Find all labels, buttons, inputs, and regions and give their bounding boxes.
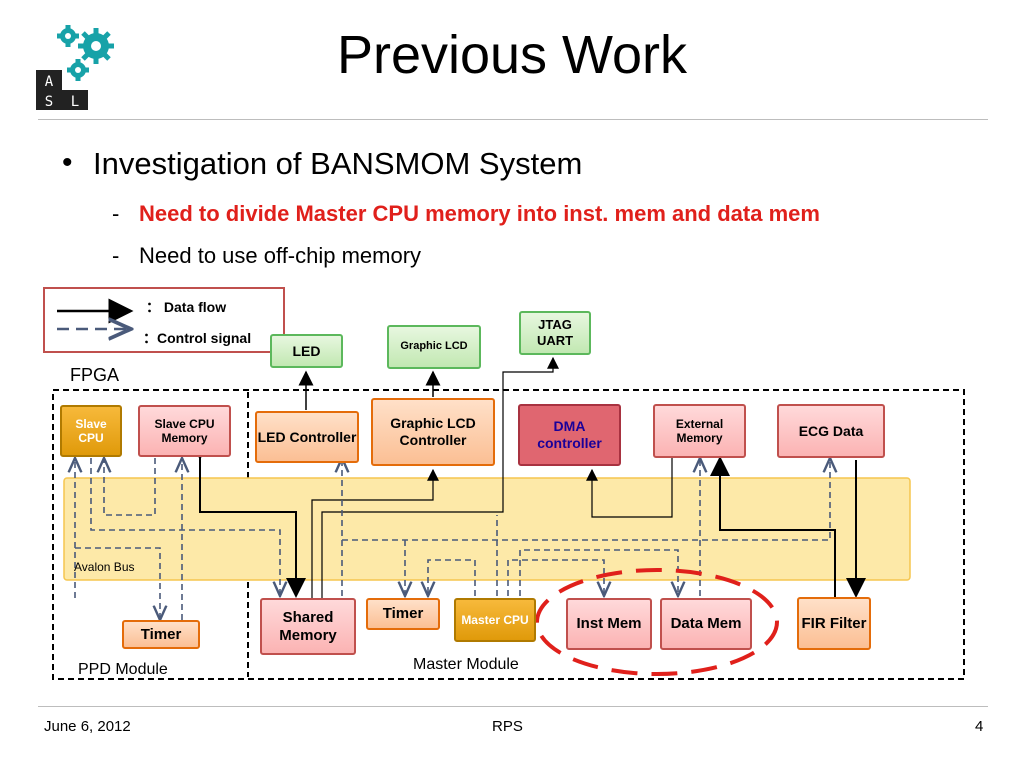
dma-controller-block: DMA controller xyxy=(518,404,621,466)
ppd-module-label: PPD Module xyxy=(78,661,168,678)
fir-filter-block: FIR Filter xyxy=(797,597,871,650)
logo-letter-a: A xyxy=(45,74,54,90)
logo-letter-s: S xyxy=(45,94,53,110)
legend-control-signal: ：Control signal xyxy=(143,330,252,346)
sub-bullet-dash: - xyxy=(112,243,120,268)
logo-letter-l: L xyxy=(71,94,79,110)
ecg-data-block: ECG Data xyxy=(777,404,885,458)
master-module-label: Master Module xyxy=(413,656,519,673)
inst-mem-block: Inst Mem xyxy=(566,598,652,650)
sub-bullet-2: Need to use off-chip memory xyxy=(139,243,422,268)
footer-date: June 6, 2012 xyxy=(44,718,131,735)
led-controller-block: LED Controller xyxy=(255,411,359,463)
avalon-bus-label: Avalon Bus xyxy=(74,560,135,574)
external-memory-block: External Memory xyxy=(653,404,746,458)
legend-box xyxy=(43,287,285,353)
slave-cpu-memory-block: Slave CPU Memory xyxy=(138,405,231,457)
gear-icon: A S L xyxy=(36,25,114,110)
graphic-lcd-block: Graphic LCD xyxy=(387,325,481,369)
master-cpu-block: Master CPU xyxy=(454,598,536,642)
slave-cpu-block: Slave CPU xyxy=(60,405,122,457)
jtag-uart-block: JTAG UART xyxy=(519,311,591,355)
legend-data-flow: ： Data flow xyxy=(146,299,227,315)
data-mem-block: Data Mem xyxy=(660,598,752,650)
fpga-label: FPGA xyxy=(70,365,120,385)
timer-ppd-block: Timer xyxy=(122,620,200,649)
shared-memory-block: Shared Memory xyxy=(260,598,356,655)
footer-center: RPS xyxy=(492,718,523,735)
timer-master-block: Timer xyxy=(366,598,440,630)
title-divider xyxy=(38,119,988,120)
graphic-lcd-controller-block: Graphic LCD Controller xyxy=(371,398,495,466)
sub-bullet-1: Need to divide Master CPU memory into in… xyxy=(139,201,820,226)
sub-bullet-dash: - xyxy=(112,201,120,226)
main-bullet-text: Investigation of BANSMOM System xyxy=(93,146,583,181)
slide-number: 4 xyxy=(975,718,984,735)
asl-logo: A S L xyxy=(34,22,124,112)
bullet-dot: • xyxy=(62,146,73,179)
slide-title: Previous Work xyxy=(336,25,688,85)
led-block: LED xyxy=(270,334,343,368)
footer-divider xyxy=(38,706,988,707)
